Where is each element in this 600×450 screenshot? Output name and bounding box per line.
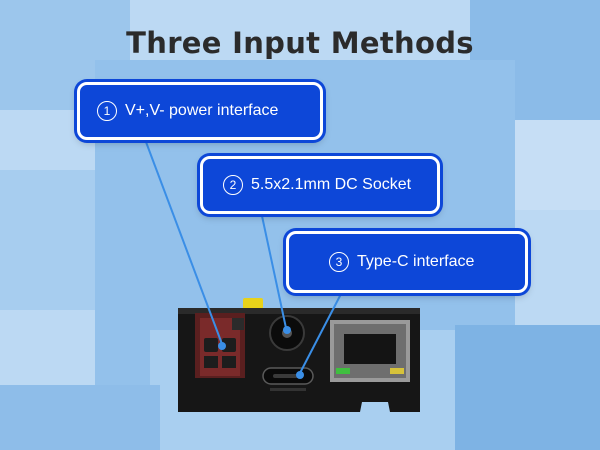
leader-lines bbox=[145, 141, 343, 374]
background-tile bbox=[0, 385, 160, 450]
callout-dc-socket: 2 5.5x2.1mm DC Socket bbox=[200, 156, 440, 214]
callout-type-c: 3 Type-C interface bbox=[286, 231, 528, 293]
background-tile bbox=[0, 170, 95, 310]
circled-number-icon: 3 bbox=[329, 252, 349, 272]
background-tile bbox=[455, 325, 600, 450]
circled-number-icon: 2 bbox=[223, 175, 243, 195]
background-tile bbox=[515, 120, 600, 210]
callout-label: 5.5x2.1mm DC Socket bbox=[251, 176, 412, 193]
yellow-button bbox=[243, 298, 263, 310]
page-title: Three Input Methods bbox=[126, 26, 474, 60]
callout-power-interface: 1 V+,V- power interface bbox=[77, 82, 323, 140]
rj45-port-icon bbox=[330, 320, 410, 382]
callout-label: Type-C interface bbox=[357, 253, 475, 270]
circled-number-icon: 1 bbox=[97, 101, 117, 121]
callout-label: V+,V- power interface bbox=[125, 102, 279, 119]
